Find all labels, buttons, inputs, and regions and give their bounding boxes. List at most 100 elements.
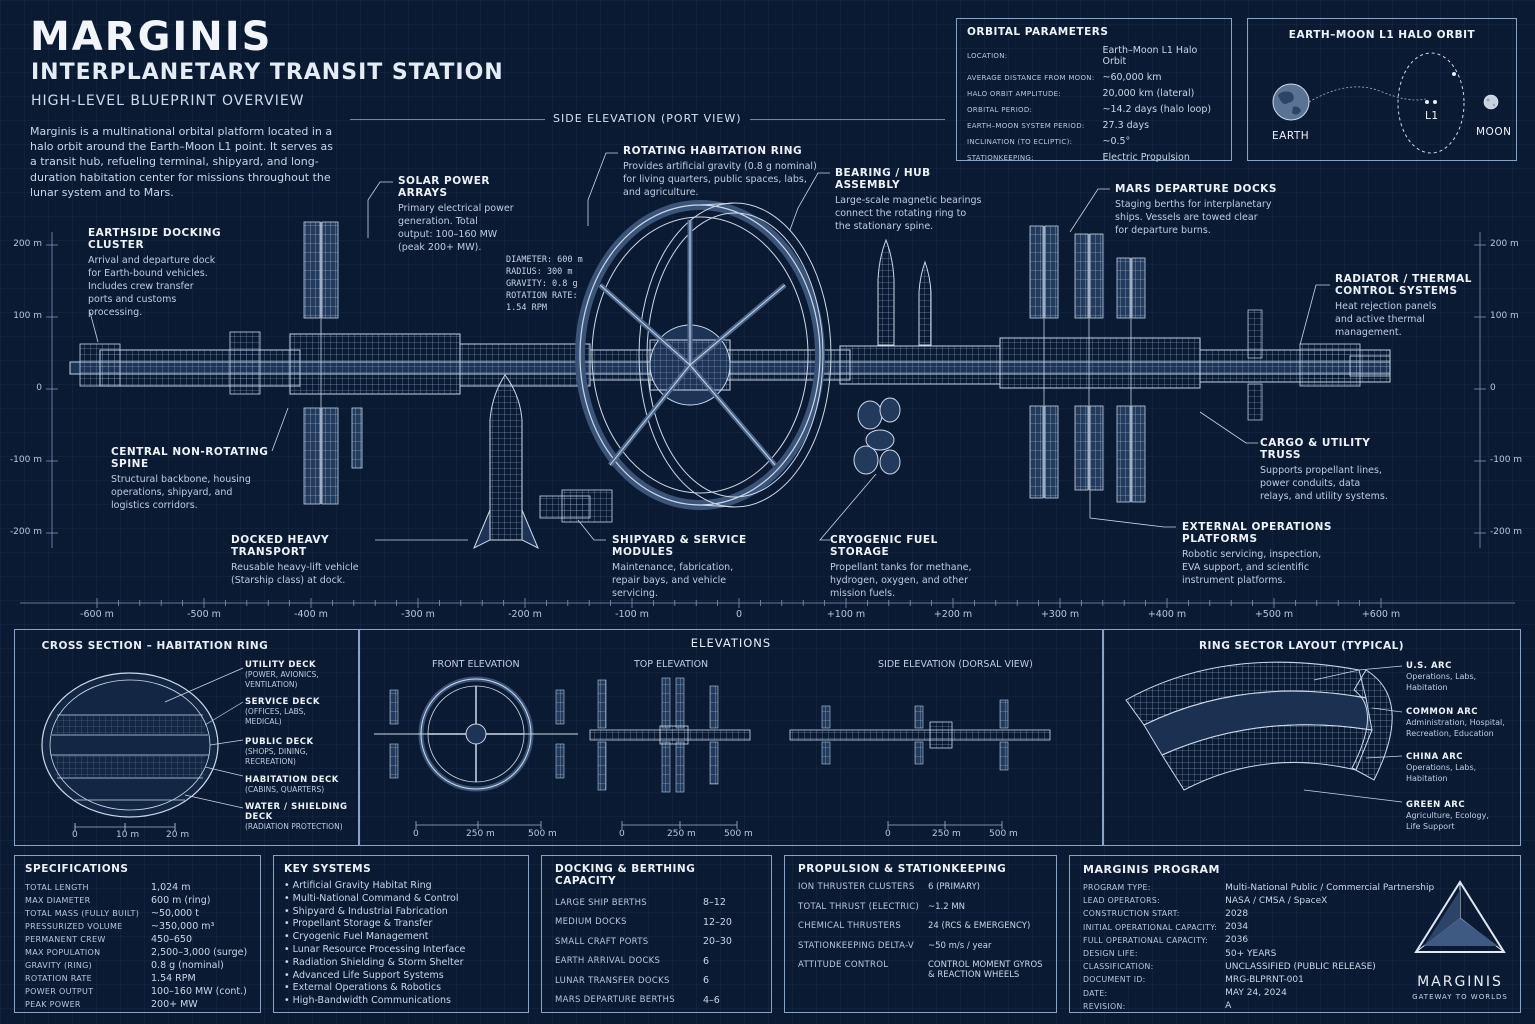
row-key: PEAK POWER xyxy=(25,1000,81,1009)
station-side-elevation xyxy=(20,152,1515,608)
table-row: EARTH–MOON SYSTEM PERIOD: 27.3 days xyxy=(967,119,1221,135)
program-panel: MARGINIS PROGRAM PROGRAM TYPE:Multi-Nati… xyxy=(1069,855,1521,1013)
row-key: STATIONKEEPING: xyxy=(967,153,1034,162)
scale-label: 0 xyxy=(885,829,891,839)
row-key: MEDIUM DOCKS xyxy=(555,917,627,928)
row-value: CONTROL MOMENT GYROS & REACTION WHEELS xyxy=(928,960,1043,980)
key-systems-list: Artificial Gravity Habitat RingMulti-Nat… xyxy=(284,880,518,1008)
ring-sector-title: RING SECTOR LAYOUT (TYPICAL) xyxy=(1198,640,1405,652)
row-key: CONSTRUCTION START: xyxy=(1083,909,1180,919)
row-value: ~14.2 days (halo loop) xyxy=(1102,104,1212,115)
row-value: 600 m (ring) xyxy=(151,895,211,906)
scale-label: 0 xyxy=(413,829,419,839)
table-row: LEAD OPERATORS:NASA / CMSA / SpaceX xyxy=(1083,894,1434,907)
moon-label: MOON xyxy=(1476,126,1512,138)
row-value: 6 xyxy=(703,975,710,987)
row-value: Electric Propulsion xyxy=(1102,152,1190,163)
row-key: PERMANENT CREW xyxy=(25,935,106,944)
row-key: TOTAL LENGTH xyxy=(25,883,89,892)
table-row: FULL OPERATIONAL CAPACITY:2036 xyxy=(1083,934,1434,947)
page-tagline: HIGH-LEVEL BLUEPRINT OVERVIEW xyxy=(31,93,305,109)
callout-title: ROTATING HABITATION RING xyxy=(623,145,803,157)
deck-service: SERVICE DECK(OFFICES, LABS,MEDICAL) xyxy=(245,697,320,726)
callout-ring: ROTATING HABITATION RING Provides artifi… xyxy=(623,145,823,199)
callout-text: Maintenance, fabrication,repair bays, an… xyxy=(612,562,734,599)
docking-panel: DOCKING & BERTHING CAPACITY LARGE SHIP B… xyxy=(541,855,772,1013)
table-row: DATE:MAY 24, 2024 xyxy=(1083,987,1434,1000)
y-tick-label: 0 xyxy=(36,383,42,393)
page-title: MARGINIS xyxy=(30,14,273,60)
table-row: ORBITAL PERIOD:~14.2 days (halo loop) xyxy=(967,103,1221,119)
row-key: EARTH–MOON SYSTEM PERIOD: xyxy=(967,121,1085,130)
table-row: CHEMICAL THRUSTERS 24 (RCS & EMERGENCY) xyxy=(798,920,1043,940)
x-tick-label: -200 m xyxy=(508,609,542,620)
side-dorsal-label: SIDE ELEVATION (DORSAL VIEW) xyxy=(878,659,1033,670)
program-table: PROGRAM TYPE:Multi-National Public / Com… xyxy=(1083,881,1434,1013)
row-value: 6 xyxy=(703,955,710,967)
scale-label: 250 m xyxy=(667,829,696,839)
y-tick-label: 200 m xyxy=(1490,239,1519,249)
row-key: LEAD OPERATORS: xyxy=(1083,896,1161,906)
callout-title: EXTERNAL OPERATIONS PLATFORMS xyxy=(1182,521,1332,545)
table-row: PRESSURIZED VOLUME~350,000 m³ xyxy=(25,920,247,933)
row-key: AVERAGE DISTANCE FROM MOON: xyxy=(967,73,1095,82)
row-value: 27.3 days xyxy=(1102,120,1150,131)
x-tick-label: +100 m xyxy=(826,609,866,620)
callout-title: RADIATOR / THERMAL CONTROL SYSTEMS xyxy=(1335,273,1472,297)
callout-text: Robotic servicing, inspection,EVA suppor… xyxy=(1182,549,1322,586)
propulsion-title: PROPULSION & STATIONKEEPING xyxy=(798,863,1007,875)
row-key: EARTH ARRIVAL DOCKS xyxy=(555,956,661,967)
cross-section-panel: CROSS SECTION – HABITATION RING UTILITY … xyxy=(14,629,359,846)
callout-text: Provides artificial gravity (0.8 g nomin… xyxy=(623,161,817,198)
orbital-parameters-panel: ORBITAL PARAMETERS LOCATION:Earth–Moon L… xyxy=(956,18,1232,163)
row-key: DOCUMENT ID: xyxy=(1083,975,1146,985)
table-row: MAX DIAMETER 600 m (ring) xyxy=(25,894,247,907)
row-key: INCLINATION (TO ECLIPTIC): xyxy=(967,137,1073,146)
scale-label: 10 m xyxy=(116,830,140,840)
list-item: External Operations & Robotics xyxy=(284,982,518,995)
row-key: CLASSIFICATION: xyxy=(1083,962,1154,972)
row-value: ~60,000 km xyxy=(1102,72,1162,83)
halo-orbit-panel: EARTH–MOON L1 HALO ORBIT EARTH L1 MOON xyxy=(1247,18,1517,161)
key-systems-title: KEY SYSTEMS xyxy=(284,863,372,875)
list-item: Shipyard & Industrial Fabrication xyxy=(284,906,518,919)
row-key: TOTAL MASS (FULLY BUILT) xyxy=(25,909,140,918)
scale-label: 500 m xyxy=(989,829,1018,839)
row-value: 20–30 xyxy=(703,936,732,948)
row-value: 1,024 m xyxy=(151,882,191,893)
row-key: LUNAR TRANSFER DOCKS xyxy=(555,975,670,986)
row-value: ~1.2 MN xyxy=(928,901,966,912)
x-tick-label: -100 m xyxy=(615,609,649,620)
row-value: Multi-National Public / Commercial Partn… xyxy=(1225,882,1435,893)
row-key: HALO ORBIT AMPLITUDE: xyxy=(967,89,1062,98)
row-value: MAY 24, 2024 xyxy=(1225,988,1287,999)
row-key: MAX POPULATION xyxy=(25,948,101,957)
y-tick-label: 100 m xyxy=(13,311,42,321)
row-key: CHEMICAL THRUSTERS xyxy=(798,921,902,931)
l1-label: L1 xyxy=(1425,110,1439,122)
cross-section-diagram xyxy=(41,667,244,831)
row-value: 4–6 xyxy=(703,994,720,1006)
ring-spec-line: DIAMETER: 600 m xyxy=(506,255,583,265)
deck-utility: UTILITY DECK(POWER, AVIONICS,VENTILATION… xyxy=(245,660,319,689)
table-row: TOTAL THRUST (ELECTRIC)~1.2 MN xyxy=(798,901,1043,921)
callout-title: BEARING / HUB ASSEMBLY xyxy=(835,167,931,191)
row-value: 24 (RCS & EMERGENCY) xyxy=(928,921,1031,931)
row-key: MAX DIAMETER xyxy=(25,896,91,905)
top-elevation-label: TOP ELEVATION xyxy=(634,659,709,670)
row-value: 1.54 RPM xyxy=(151,973,196,984)
x-tick-label: +500 m xyxy=(1254,609,1294,620)
ring-spec-line: RADIUS: 300 m xyxy=(506,267,573,277)
row-value: MRG-BLPRNT-001 xyxy=(1225,974,1304,985)
